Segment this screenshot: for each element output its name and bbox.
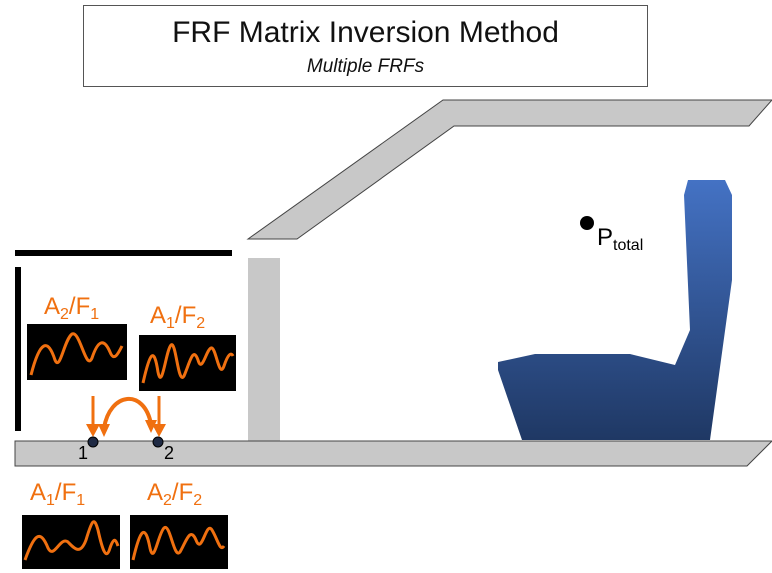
title-box: FRF Matrix Inversion Method Multiple FRF… bbox=[83, 5, 648, 87]
arrow-down-2 bbox=[152, 396, 166, 437]
diagram-title: FRF Matrix Inversion Method bbox=[172, 16, 559, 49]
frf-label-lower-right: A2/F2 bbox=[147, 479, 202, 509]
point-2-marker bbox=[152, 436, 164, 448]
frf-label-lower-left: A1/F1 bbox=[30, 479, 85, 509]
point-2-label: 2 bbox=[164, 443, 174, 463]
pillar bbox=[248, 258, 280, 441]
floor-panel bbox=[14, 440, 772, 467]
roof-panel bbox=[246, 99, 772, 240]
frf-plot-lower-left bbox=[22, 515, 120, 569]
arrow-down-1 bbox=[86, 396, 100, 437]
point-1-marker bbox=[87, 436, 99, 448]
seat bbox=[498, 180, 732, 440]
ptotal-label: Ptotal bbox=[597, 224, 643, 254]
top-wall bbox=[15, 250, 232, 256]
diagram-subtitle: Multiple FRFs bbox=[306, 56, 425, 77]
frf-label-upper-right: A1/F2 bbox=[150, 302, 205, 332]
point-1-label: 1 bbox=[78, 443, 88, 463]
side-wall bbox=[15, 267, 21, 431]
ptotal-point bbox=[580, 216, 594, 230]
frf-plot-upper-right bbox=[139, 335, 236, 391]
frf-plot-upper-left bbox=[27, 324, 127, 380]
frf-plot-lower-right bbox=[130, 515, 228, 569]
frf-label-upper-left: A2/F1 bbox=[44, 293, 99, 323]
transfer-arc-arrow bbox=[98, 396, 157, 437]
